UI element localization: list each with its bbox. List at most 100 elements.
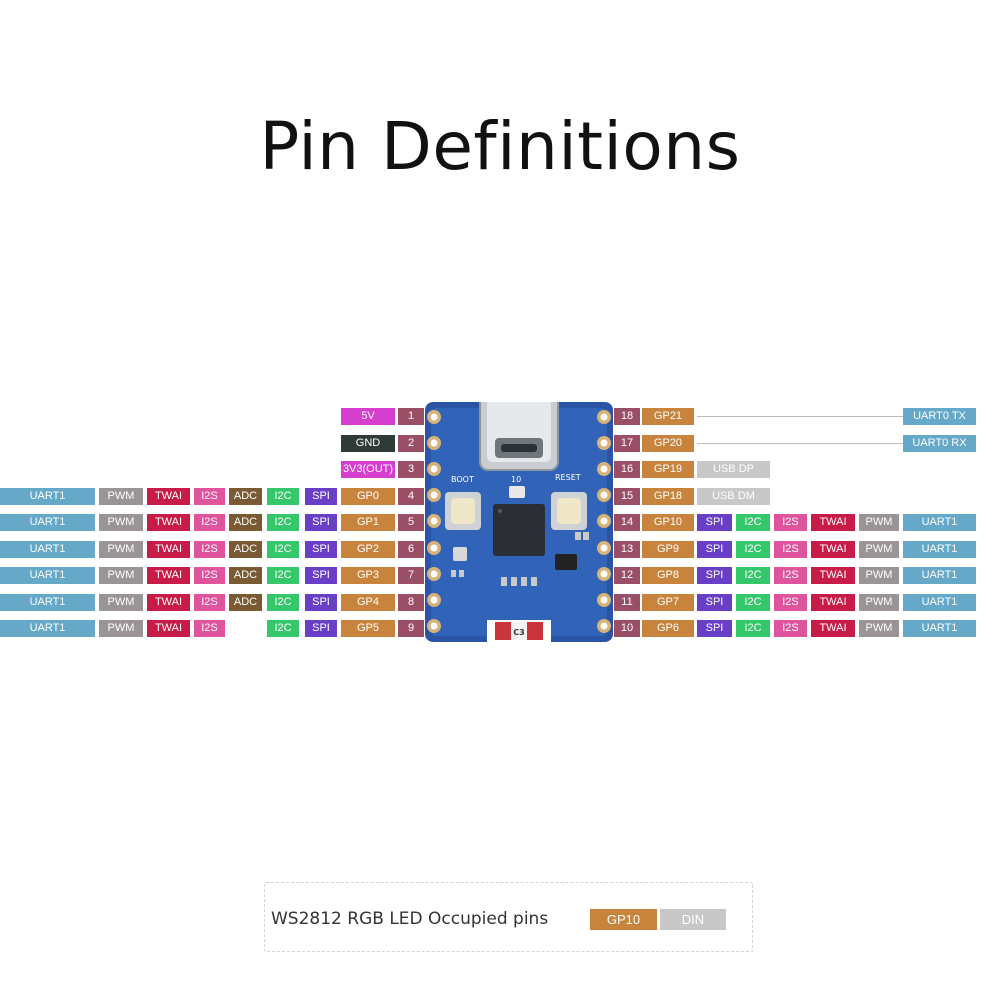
pin-function-i2s: I2S	[774, 594, 807, 611]
pin-name-3v3-out: 3V3(OUT)	[341, 461, 395, 478]
io-label: 10	[511, 475, 521, 484]
pin-name-gp1: GP1	[341, 514, 395, 531]
pin-name-gp21: GP21	[642, 408, 694, 425]
pin-function-i2s: I2S	[194, 488, 225, 505]
usb-c-connector	[479, 402, 559, 471]
pin-name-gp19: GP19	[642, 461, 694, 478]
pin-function-uart0-rx: UART0 RX	[903, 435, 976, 452]
pin-number-5: 5	[398, 514, 424, 531]
pin-function-i2c: I2C	[736, 567, 770, 584]
pin-function-i2s: I2S	[194, 620, 225, 637]
pin-name-gp6: GP6	[642, 620, 694, 637]
chip-antenna: C3	[487, 620, 551, 642]
pin-function-i2s: I2S	[194, 514, 225, 531]
pin-function-pwm: PWM	[859, 567, 899, 584]
pin-function-twai: TWAI	[147, 514, 190, 531]
reset-label: RESET	[555, 473, 581, 482]
pin-function-pwm: PWM	[99, 567, 143, 584]
pin-function-pwm: PWM	[99, 620, 143, 637]
pin-function-uart1: UART1	[903, 541, 976, 558]
mcu-chip	[493, 504, 545, 556]
pin-function-i2c: I2C	[736, 541, 770, 558]
pin-function-spi: SPI	[697, 620, 732, 637]
pin-function-adc: ADC	[229, 541, 262, 558]
pin-function-i2c: I2C	[267, 541, 299, 558]
pin-function-i2s: I2S	[774, 620, 807, 637]
pin-function-uart1: UART1	[0, 541, 95, 558]
pin-function-pwm: PWM	[859, 620, 899, 637]
pin-function-twai: TWAI	[147, 594, 190, 611]
pin-function-i2c: I2C	[267, 567, 299, 584]
pin-function-spi: SPI	[697, 567, 732, 584]
connector-line	[697, 416, 903, 417]
pin-name-gp18: GP18	[642, 488, 694, 505]
pin-function-uart1: UART1	[0, 620, 95, 637]
pin-name-gp7: GP7	[642, 594, 694, 611]
led-note-text: WS2812 RGB LED Occupied pins	[271, 909, 549, 929]
pin-function-pwm: PWM	[859, 514, 899, 531]
pin-number-3: 3	[398, 461, 424, 478]
pin-function-spi: SPI	[305, 594, 337, 611]
pin-number-17: 17	[614, 435, 640, 452]
pin-function-spi: SPI	[697, 594, 732, 611]
pin-function-uart1: UART1	[0, 488, 95, 505]
pin-function-i2c: I2C	[267, 620, 299, 637]
pin-name-gp10: GP10	[642, 514, 694, 531]
pin-function-spi: SPI	[305, 514, 337, 531]
pin-number-8: 8	[398, 594, 424, 611]
pin-function-spi: SPI	[697, 514, 732, 531]
pin-function-pwm: PWM	[99, 594, 143, 611]
pin-number-11: 11	[614, 594, 640, 611]
pin-function-i2c: I2C	[736, 514, 770, 531]
pin-number-15: 15	[614, 488, 640, 505]
boot-label: BOOT	[451, 475, 474, 484]
led-note-pin: GP10	[590, 909, 657, 930]
pin-function-twai: TWAI	[147, 488, 190, 505]
pin-number-2: 2	[398, 435, 424, 452]
pin-function-uart1: UART1	[0, 514, 95, 531]
pin-function-uart1: UART1	[903, 514, 976, 531]
crystal	[453, 547, 467, 561]
reset-button	[551, 492, 587, 530]
pin-number-12: 12	[614, 567, 640, 584]
pin-function-pwm: PWM	[859, 594, 899, 611]
pin-function-i2s: I2S	[194, 567, 225, 584]
pin-function-twai: TWAI	[811, 514, 855, 531]
pin-function-twai: TWAI	[147, 541, 190, 558]
pin-name-gp0: GP0	[341, 488, 395, 505]
pin-function-i2s: I2S	[194, 594, 225, 611]
pin-name-gp8: GP8	[642, 567, 694, 584]
regulator	[555, 554, 577, 570]
antenna-label: C3	[513, 628, 524, 637]
pin-function-twai: TWAI	[811, 594, 855, 611]
pin-function-pwm: PWM	[99, 541, 143, 558]
pin-function-i2s: I2S	[774, 541, 807, 558]
pin-function-i2s: I2S	[194, 541, 225, 558]
connector-line	[697, 443, 903, 444]
pin-function-twai: TWAI	[147, 620, 190, 637]
boot-button	[445, 492, 481, 530]
pin-function-adc: ADC	[229, 594, 262, 611]
pin-function-twai: TWAI	[811, 541, 855, 558]
pin-function-pwm: PWM	[99, 514, 143, 531]
pin-function-adc: ADC	[229, 567, 262, 584]
pin-function-twai: TWAI	[147, 567, 190, 584]
pin-number-16: 16	[614, 461, 640, 478]
pin-function-i2s: I2S	[774, 514, 807, 531]
pin-function-i2s: I2S	[774, 567, 807, 584]
pin-function-twai: TWAI	[811, 567, 855, 584]
pin-function-i2c: I2C	[267, 514, 299, 531]
pin-number-13: 13	[614, 541, 640, 558]
board-illustration: BOOT 10 RESET C3	[425, 402, 613, 642]
pin-name-5v: 5V	[341, 408, 395, 425]
pin-name-gp9: GP9	[642, 541, 694, 558]
pin-function-spi: SPI	[305, 620, 337, 637]
pin-number-9: 9	[398, 620, 424, 637]
right-pads	[597, 410, 611, 633]
pin-function-usb-dm: USB DM	[697, 488, 770, 505]
pin-function-pwm: PWM	[99, 488, 143, 505]
page-title: Pin Definitions	[259, 108, 741, 185]
pin-number-10: 10	[614, 620, 640, 637]
pin-name-gp3: GP3	[341, 567, 395, 584]
pin-number-7: 7	[398, 567, 424, 584]
